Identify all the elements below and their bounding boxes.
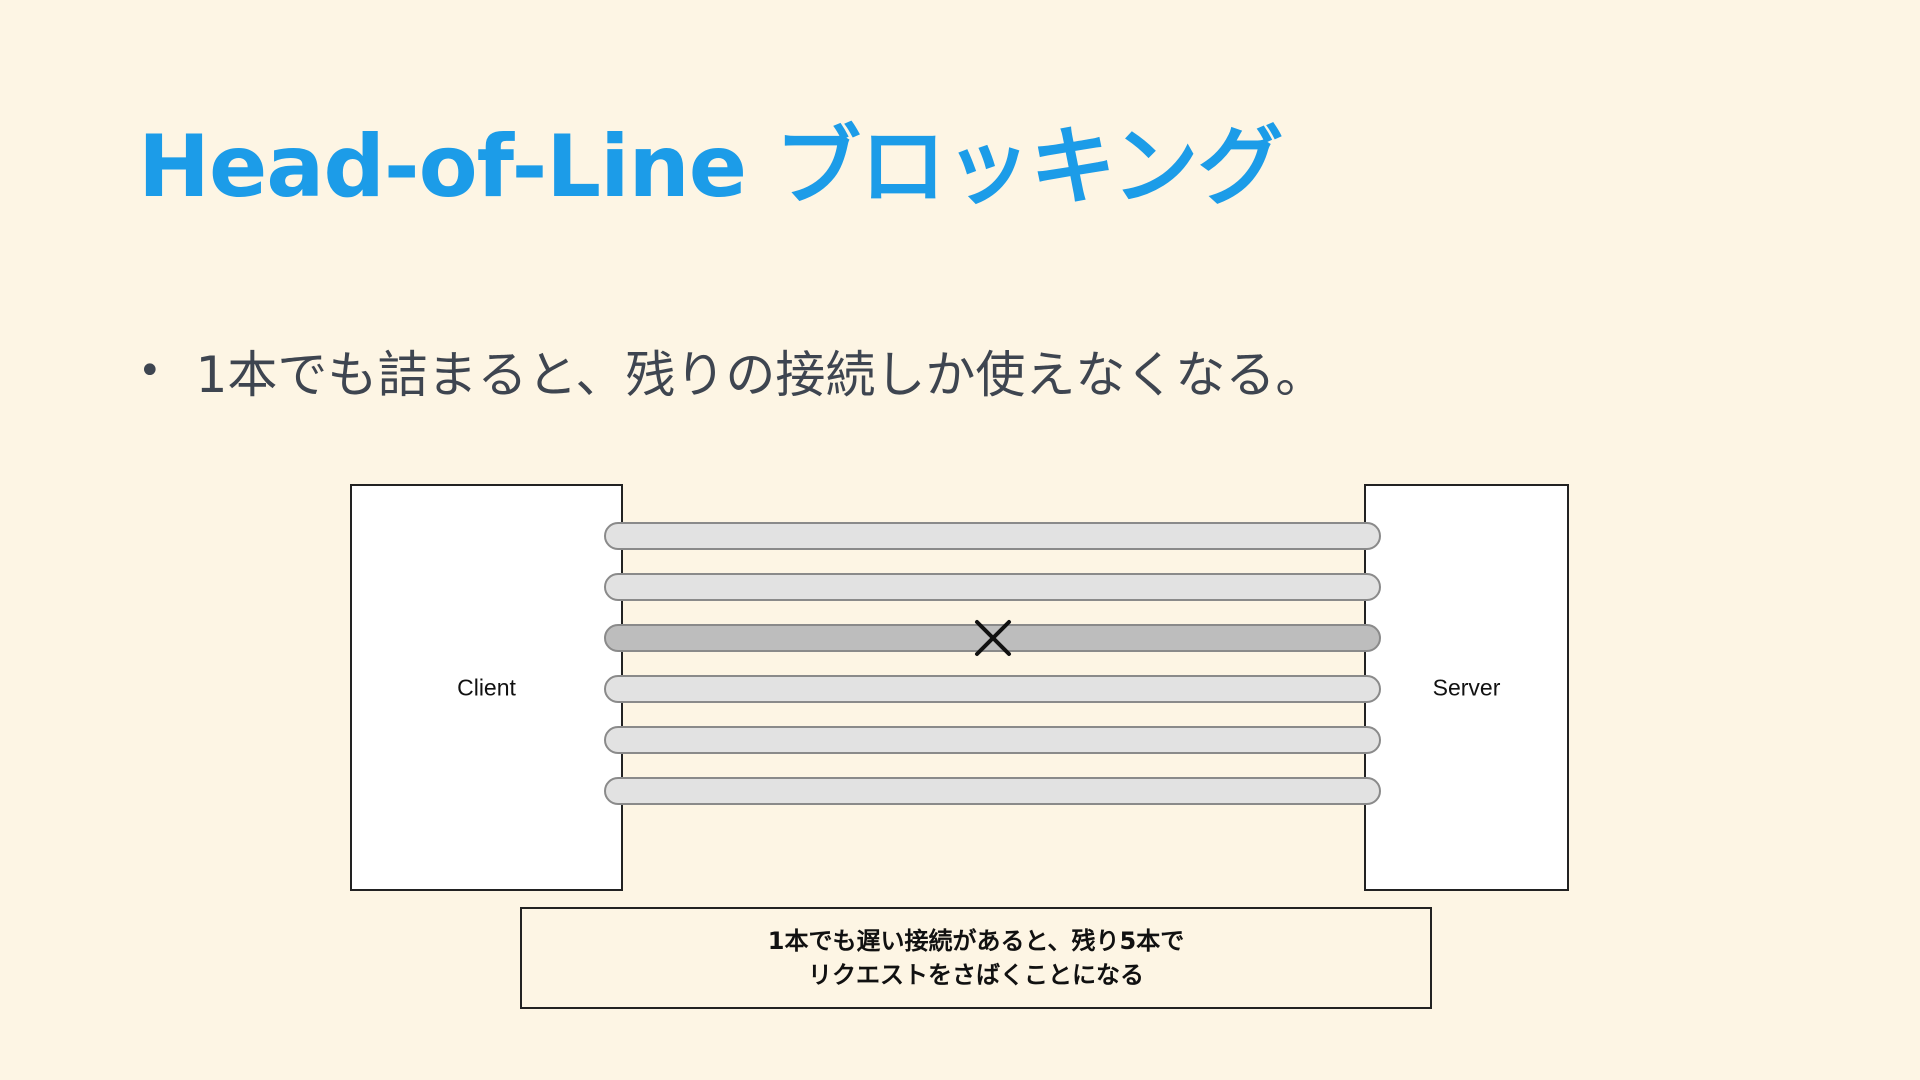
caption-box: 1本でも遅い接続があると、残り5本で リクエストをさばくことになる — [520, 907, 1432, 1009]
connection-pipe — [604, 726, 1381, 754]
slide-title: Head-of-Line ブロッキング — [138, 117, 1283, 217]
caption-line-1: 1本でも遅い接続があると、残り5本で — [767, 927, 1185, 955]
bullet-text: 1本でも詰まると、残りの接続しか使えなくなる。 — [195, 346, 1326, 404]
bullet-item: • 1本でも詰まると、残りの接続しか使えなくなる。 — [138, 336, 1325, 406]
connection-pipes — [604, 522, 1381, 805]
client-label: Client — [457, 674, 516, 700]
connection-pipe — [604, 573, 1381, 601]
connection-pipe — [604, 777, 1381, 805]
blocked-x-icon — [975, 620, 1011, 656]
blocked-marker-group — [975, 620, 1011, 656]
server-box: Server — [1364, 484, 1569, 891]
server-label: Server — [1432, 674, 1501, 700]
bullet-dot: • — [138, 348, 162, 394]
connection-pipe — [604, 675, 1381, 703]
connection-pipe — [604, 522, 1381, 550]
caption-line-2: リクエストをさばくことになる — [808, 961, 1144, 989]
